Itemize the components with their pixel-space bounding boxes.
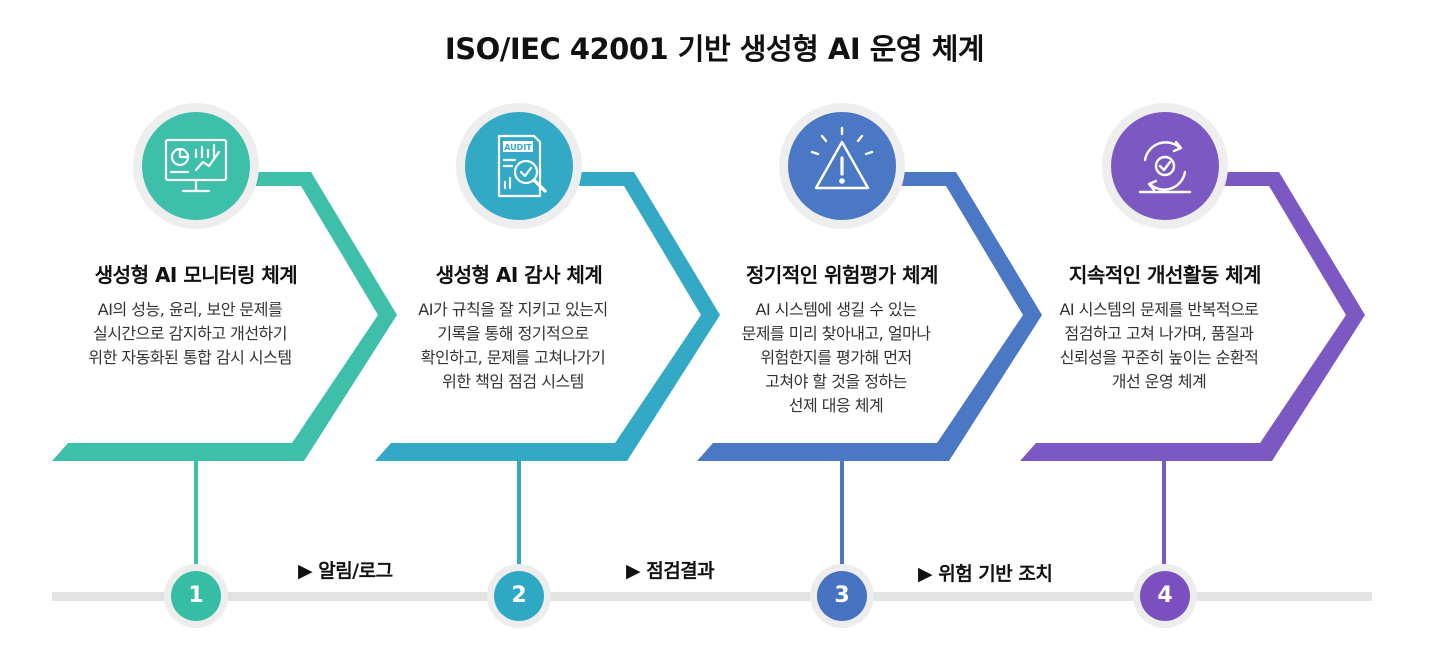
flow-label-risk-action: ▶ 위험 기반 조치 <box>918 563 1053 585</box>
step-4-description: AI 시스템의 문제를 반복적으로 점검하고 고쳐 나가며, 품질과 신뢰성을 … <box>1059 300 1259 391</box>
page-title: ISO/IEC 42001 기반 생성형 AI 운영 체계 <box>444 32 985 66</box>
step-4-connector <box>1162 461 1166 574</box>
step-2-icon-circle <box>456 103 582 229</box>
step-2-description: AI가 규칙을 잘 지키고 있는지 기록을 통해 정기적으로 확인하고, 문제를… <box>418 300 608 391</box>
step-3-number: 3 <box>834 583 850 608</box>
warning-triangle-icon <box>810 126 874 190</box>
step-4-number: 4 <box>1157 583 1173 608</box>
step-1-heading: 생성형 AI 모니터링 체계 <box>94 263 298 287</box>
cycle-check-icon <box>1138 140 1192 194</box>
step-3-description: AI 시스템에 생길 수 있는 문제를 미리 찾아내고, 얼마나 위험한지를 평… <box>741 300 931 415</box>
step-4-heading: 지속적인 개선활동 체계 <box>1069 263 1261 287</box>
step-2-connector <box>517 461 521 574</box>
step-2-number: 2 <box>511 583 527 608</box>
flow-label-alert-log: ▶ 알림/로그 <box>298 560 393 582</box>
step-3-number-badge <box>810 564 874 628</box>
flow-label-inspection-result: ▶ 점검결과 <box>626 560 715 582</box>
step-1-icon-circle <box>133 103 259 229</box>
step-3-heading: 정기적인 위험평가 체계 <box>746 263 938 287</box>
audit-report-icon: AUDIT <box>497 134 547 198</box>
step-1-number-badge <box>164 564 228 628</box>
svg-text:AUDIT: AUDIT <box>504 143 532 152</box>
step-1-connector <box>194 461 198 574</box>
step-4-number-badge <box>1133 564 1197 628</box>
step-2-heading: 생성형 AI 감사 체계 <box>435 263 603 287</box>
step-4-icon-circle <box>1102 103 1228 229</box>
step-3-connector <box>840 461 844 574</box>
monitor-dashboard-icon <box>164 138 228 193</box>
step-1-number: 1 <box>188 583 204 608</box>
step-1-description: AI의 성능, 윤리, 보안 문제를 실시간으로 감지하고 개선하기 위한 자동… <box>88 300 292 367</box>
timeline-bar <box>52 592 1372 601</box>
step-2-number-badge <box>487 564 551 628</box>
